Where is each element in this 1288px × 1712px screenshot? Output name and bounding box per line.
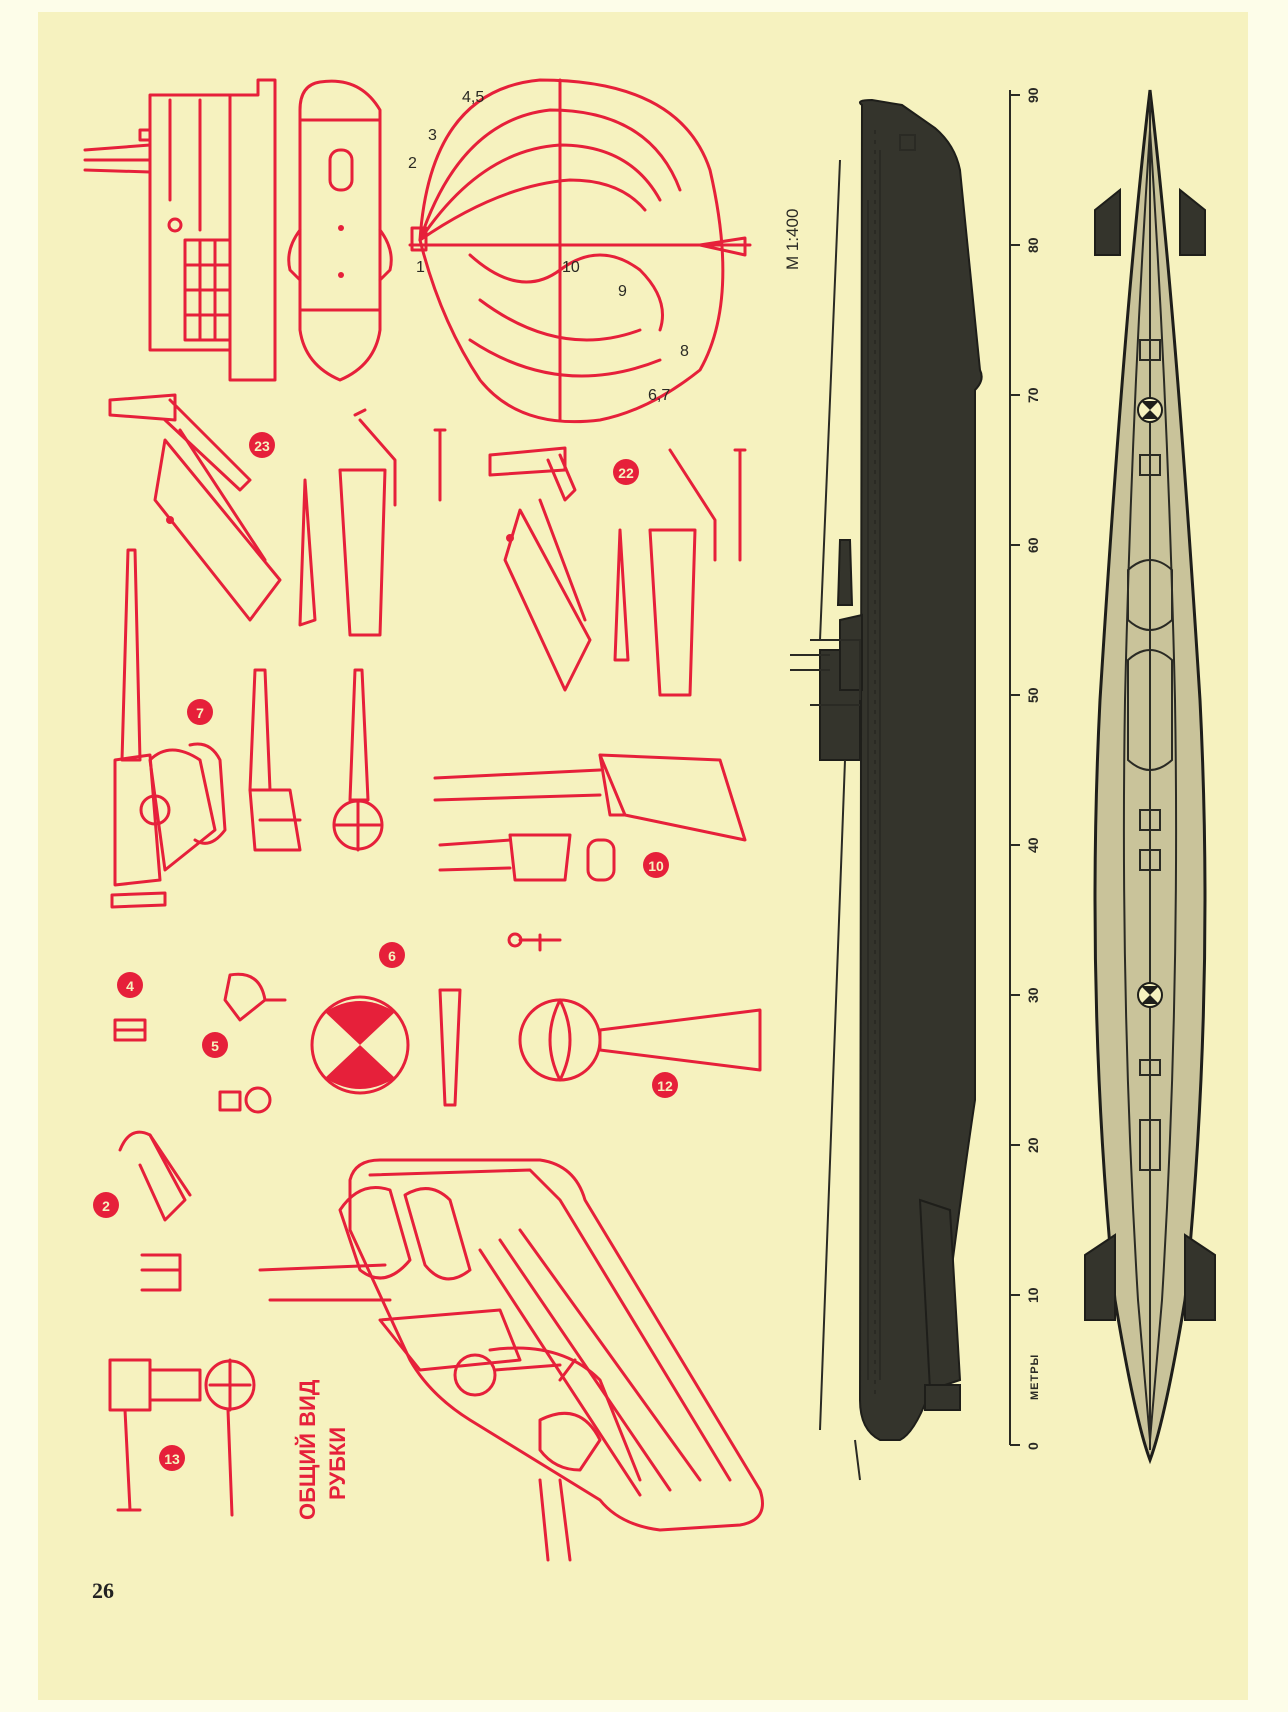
- part-badge-7: [187, 699, 213, 725]
- part-number-7: 7: [196, 705, 204, 721]
- part-badge-2: [93, 1192, 119, 1218]
- part-4-fitting: [113, 1018, 147, 1042]
- part-number-2: 2: [102, 1198, 110, 1214]
- frame-label-3: 3: [428, 127, 437, 144]
- part-badge-4: [117, 972, 143, 998]
- frame-label-1: 1: [416, 259, 425, 276]
- ruler-tick-50: 50: [1025, 687, 1041, 703]
- ruler-tick-10: 10: [1025, 1287, 1041, 1303]
- frame-label-6-7: 6,7: [648, 387, 670, 404]
- part-number-23: 23: [254, 438, 270, 454]
- part-number-4: 4: [126, 978, 134, 994]
- general-view-title-line1: ОБЩИЙ ВИД: [295, 1379, 320, 1520]
- ruler-unit: МЕТРЫ: [1029, 1354, 1041, 1400]
- part-badge-12: [652, 1072, 678, 1098]
- part-5-fitting: [218, 972, 287, 1114]
- part-12-searchlight: [507, 932, 762, 1082]
- part-6-disc: [310, 988, 462, 1107]
- submarine-side-profile: [790, 98, 983, 1481]
- frame-label-10: 10: [562, 259, 580, 276]
- general-view-title-line2: РУБКИ: [325, 1427, 350, 1500]
- tower-plan-drawing: [287, 79, 393, 382]
- page-sheet: [38, 12, 1248, 1700]
- part-number-12: 12: [657, 1078, 673, 1094]
- part-badge-6: [379, 942, 405, 968]
- part-badge-10: [643, 852, 669, 878]
- ruler-tick-0: 0: [1025, 1442, 1041, 1450]
- page-number: 26: [92, 1578, 114, 1603]
- body-plan-drawing: [408, 78, 752, 424]
- part-number-6: 6: [388, 948, 396, 964]
- part-badge-5: [202, 1032, 228, 1058]
- part-10-periscope-fairing: [433, 753, 747, 882]
- part-13-mechanism: [108, 1358, 256, 1517]
- ruler-tick-40: 40: [1025, 837, 1041, 853]
- part-7-deck-gun: [110, 548, 384, 909]
- frame-label-9: 9: [618, 283, 627, 300]
- ruler-tick-20: 20: [1025, 1137, 1041, 1153]
- part-number-13: 13: [164, 1451, 180, 1467]
- part-number-22: 22: [618, 465, 634, 481]
- part-badge-23: [249, 432, 275, 458]
- part-22-stern-plane: [488, 446, 747, 697]
- part-number-5: 5: [211, 1038, 219, 1054]
- part-2-handrail: [118, 1130, 192, 1292]
- ruler-tick-60: 60: [1025, 537, 1041, 553]
- frame-label-2: 2: [408, 155, 417, 172]
- metre-ruler: [1009, 90, 1020, 1446]
- part-badge-22: [613, 459, 639, 485]
- ruler-tick-70: 70: [1025, 387, 1041, 403]
- conning-tower-general-view: [258, 1158, 764, 1562]
- ruler-tick-90: 90: [1025, 87, 1041, 103]
- part-number-10: 10: [648, 858, 664, 874]
- part-23-bow-plane: [108, 393, 447, 637]
- tower-elevation-drawing: [83, 78, 277, 382]
- ruler-tick-30: 30: [1025, 987, 1041, 1003]
- ruler-tick-80: 80: [1025, 237, 1041, 253]
- frame-label-8: 8: [680, 343, 689, 360]
- scale-label: М 1:400: [783, 209, 802, 270]
- part-badge-13: [159, 1445, 185, 1471]
- frame-label-4-5: 4,5: [462, 89, 484, 106]
- submarine-top-view: [1084, 89, 1216, 1465]
